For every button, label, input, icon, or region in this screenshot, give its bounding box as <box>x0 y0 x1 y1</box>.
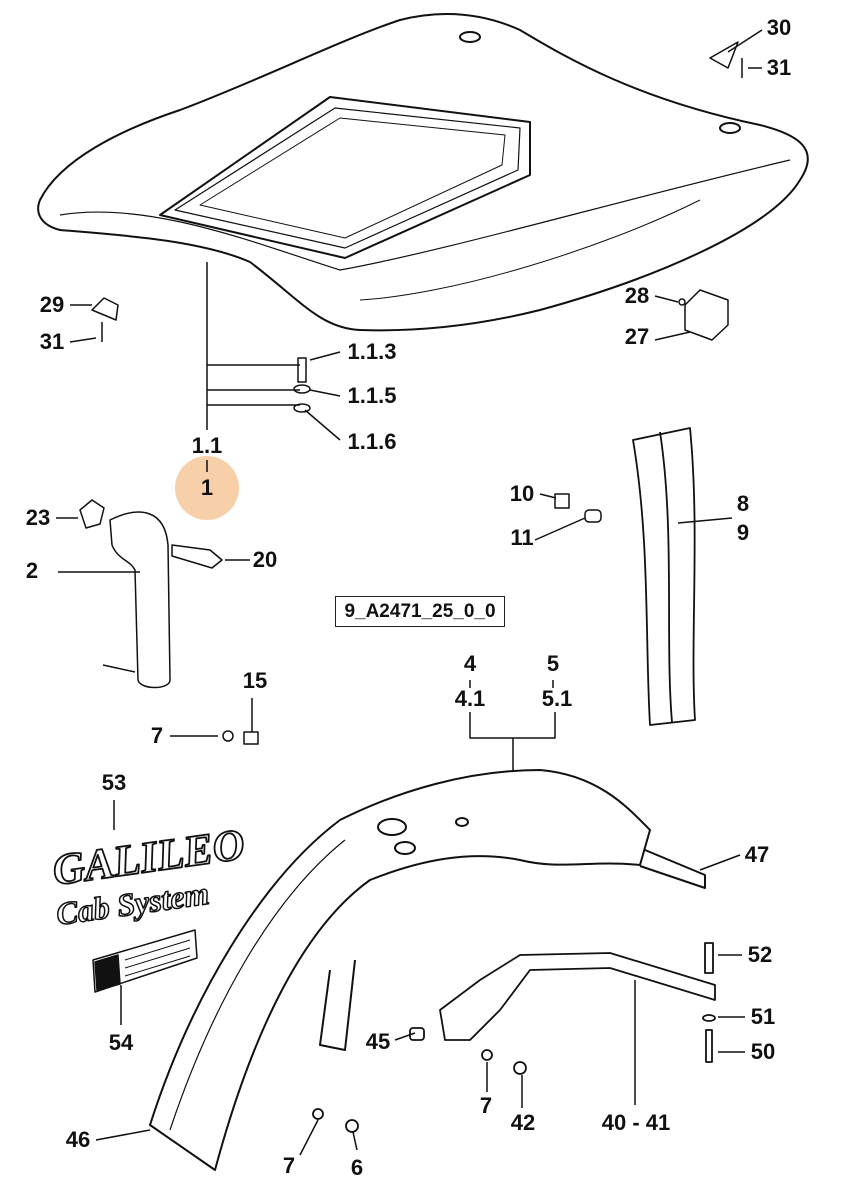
small-parts <box>79 41 743 745</box>
callout-1: 1 <box>200 475 214 500</box>
callout-53: 53 <box>101 770 127 795</box>
drawing-code-box: 9_A2471_25_0_0 <box>335 596 505 627</box>
callout-2: 2 <box>25 558 39 583</box>
callout-9: 9 <box>736 520 750 545</box>
callout-15: 15 <box>242 668 268 693</box>
callout-27: 27 <box>624 324 650 349</box>
callout-40-41: 40 - 41 <box>601 1110 671 1135</box>
cab-roof <box>37 13 809 332</box>
callout-30: 30 <box>766 15 792 40</box>
callout-31: 31 <box>39 329 65 354</box>
leader-lines <box>56 29 763 1156</box>
callout-1-1: 1.1 <box>191 433 223 458</box>
data-plate <box>92 929 198 993</box>
callout-11: 11 <box>510 525 534 550</box>
callout-10: 10 <box>509 481 535 506</box>
callout-31: 31 <box>766 55 792 80</box>
callout-47: 47 <box>744 842 770 867</box>
callout-45: 45 <box>365 1029 391 1054</box>
callout-7: 7 <box>479 1093 493 1118</box>
callout-52: 52 <box>747 942 773 967</box>
callout-8: 8 <box>736 491 750 516</box>
callout-28: 28 <box>624 283 650 308</box>
callout-4-1: 4.1 <box>454 686 486 711</box>
bracket <box>312 942 716 1133</box>
fender <box>149 769 706 1171</box>
callout-54: 54 <box>108 1030 134 1055</box>
callout-7: 7 <box>150 723 164 748</box>
callout-20: 20 <box>252 547 278 572</box>
callout-5-1: 5.1 <box>541 686 573 711</box>
callout-1-1-3: 1.1.3 <box>347 339 397 364</box>
callout-5: 5 <box>546 651 560 676</box>
callout-1-1-6: 1.1.6 <box>347 429 397 454</box>
callout-51: 51 <box>750 1004 776 1029</box>
callout-50: 50 <box>750 1039 776 1064</box>
callout-23: 23 <box>25 505 51 530</box>
side-strip <box>632 427 696 726</box>
callout-46: 46 <box>65 1127 91 1152</box>
callout-29: 29 <box>39 292 65 317</box>
callout-6: 6 <box>350 1155 364 1180</box>
callout-1-1-5: 1.1.5 <box>347 383 397 408</box>
callout-7: 7 <box>282 1153 296 1178</box>
callout-42: 42 <box>510 1110 536 1135</box>
callout-4: 4 <box>463 651 477 676</box>
